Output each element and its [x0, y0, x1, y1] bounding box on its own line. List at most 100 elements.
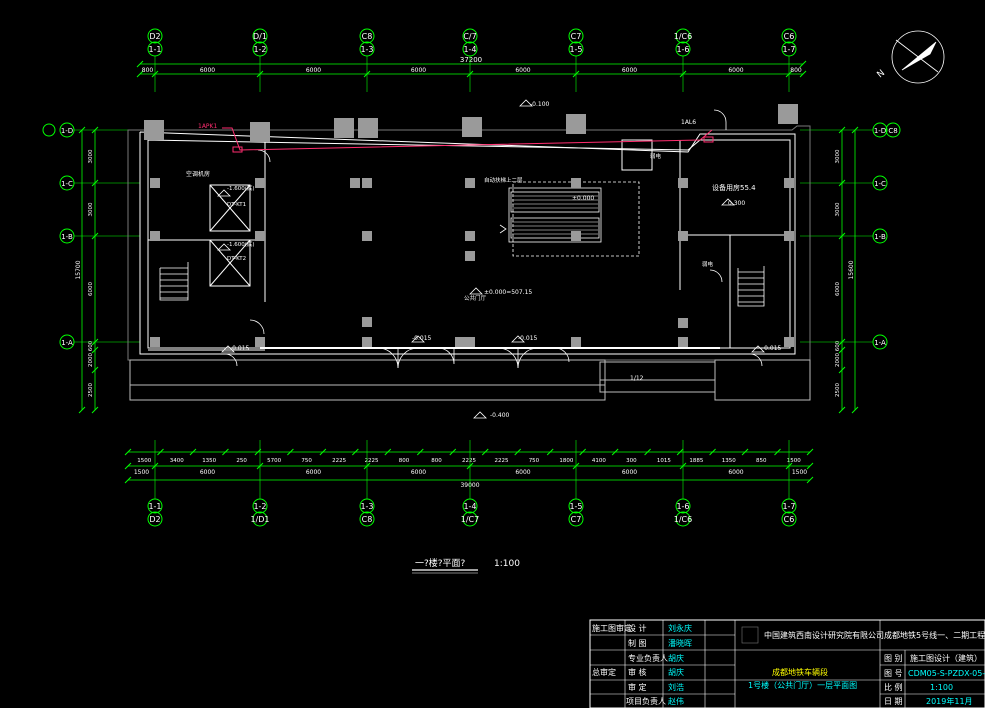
- interior-column: [255, 231, 265, 241]
- door-level-1: -0.015: [412, 335, 432, 342]
- tb-sheet-title: 1号楼（公共门厅）一层平面图: [748, 680, 857, 690]
- main-level-label: ±0.000=507.15: [484, 289, 532, 296]
- interior-column: [255, 337, 265, 347]
- dim-text-left: 3000: [88, 202, 94, 216]
- interior-column: [678, 178, 688, 188]
- axis-bubble-top: [568, 28, 584, 44]
- interior-column: [455, 337, 465, 347]
- interior-column: [150, 178, 160, 188]
- dim-text-left-overall: 15700: [75, 260, 82, 279]
- outer-level: -0.400: [490, 412, 510, 419]
- interior-column: [255, 178, 265, 188]
- dim-text-bottom-1: 1500: [137, 458, 151, 464]
- axis-label-right-extra: C8: [888, 127, 897, 135]
- interior-column: [784, 178, 794, 188]
- north-arrow: N: [876, 30, 945, 84]
- interior-column: [362, 337, 372, 347]
- axis-bubble-top: [781, 28, 797, 44]
- ramp-slope: 1/12: [630, 375, 644, 382]
- axis-label-bottom: 1-3: [360, 502, 373, 511]
- dim-text-top: 6000: [306, 67, 321, 74]
- dim-text-bottom-2: 6000: [728, 469, 743, 476]
- axis-bubble-layer: D21-1D/11-2C81-3C/71-4C71-51/C61-6C61-71…: [42, 28, 901, 527]
- interior-column: [571, 178, 581, 188]
- axis-label-bottom: C8: [362, 515, 373, 524]
- main-hall-label: 公共门厅: [464, 294, 487, 302]
- tb-review: 施工图审定: [592, 623, 632, 633]
- axis-label-left: 1-D: [61, 127, 73, 135]
- tb-lead-val: 胡庆: [668, 653, 684, 663]
- dim-text-top: 6000: [622, 67, 637, 74]
- interior-column: [362, 178, 372, 188]
- stair-left: [159, 262, 189, 301]
- escalator: [499, 181, 640, 257]
- dim-tick: [806, 476, 814, 484]
- axis-label-bottom: 1-2: [253, 502, 266, 511]
- dim-text-bottom-1: 250: [236, 458, 247, 464]
- dim-tick: [384, 448, 392, 456]
- dim-tick: [481, 448, 489, 456]
- elev2-level: -1.600(底): [227, 240, 255, 248]
- interior-column: [362, 317, 372, 327]
- dim-text-top: 6000: [200, 67, 215, 74]
- dim-tick: [91, 366, 99, 374]
- dim-text-bottom-1: 1350: [722, 458, 736, 464]
- dim-tick: [157, 448, 164, 456]
- dim-text-top-overall: 37200: [460, 56, 482, 64]
- dim-text-bottom-1: 800: [431, 458, 442, 464]
- interior-column: [465, 231, 475, 241]
- dim-text-left: 6000: [88, 282, 94, 296]
- door-level-4: -0.015: [762, 345, 782, 352]
- dim-text-bottom-1: 4100: [592, 458, 606, 464]
- axis-label-top: 1-4: [463, 45, 476, 54]
- doors: [224, 109, 763, 369]
- tb-project: 成都地铁5号线一、二期工程: [884, 630, 985, 640]
- dim-text-bottom-2: 6000: [306, 469, 321, 476]
- dimension-layer: 37200 800 6000 6000 6000 6000 6000 6000 800 1500 3…: [75, 56, 859, 489]
- axis-label-left: 1-C: [61, 180, 73, 188]
- dim-tick: [124, 448, 132, 456]
- dim-tick: [851, 406, 859, 414]
- tb-design-val: 刘永庆: [668, 623, 692, 633]
- exterior-column: [144, 120, 164, 140]
- axis-label-right: 1-A: [874, 339, 886, 347]
- axis-label-top: 1-6: [676, 45, 689, 54]
- interior-column: [784, 337, 794, 347]
- building-walls: [127, 125, 811, 401]
- interior-column: [350, 178, 360, 188]
- dim-tick: [136, 60, 144, 68]
- dim-text-left: 2000: [88, 353, 94, 367]
- columns: [144, 104, 798, 347]
- dim-text-bottom-1: 800: [399, 458, 410, 464]
- axis-label-top: 1-7: [782, 45, 795, 54]
- dim-text-bottom-1: 5700: [267, 458, 281, 464]
- dim-tick: [78, 406, 86, 414]
- interior-column: [362, 231, 372, 241]
- dim-text-bottom-2: 1500: [134, 469, 149, 476]
- title-block: 施工图审定 设 计 刘永庆 制 图 潘晓晖 专业负责人 胡庆 总审定 审 核 胡…: [589, 619, 985, 708]
- dim-text-bottom-1: 2225: [332, 458, 346, 464]
- dim-text-bottom-1: 2225: [365, 458, 379, 464]
- interior-column: [678, 318, 688, 328]
- tb-design-key: 设 计: [628, 623, 647, 633]
- interior-column: [465, 251, 475, 261]
- elev2-label: DT-KT2: [227, 256, 246, 262]
- right-room-label: 设备用房55.4: [712, 183, 756, 192]
- dim-tick: [449, 448, 457, 456]
- axis-bubble-right-extra: [885, 122, 901, 138]
- tb-draw-val: 潘晓晖: [668, 638, 692, 648]
- axis-label-bottom: 1-5: [569, 502, 582, 511]
- axis-label-top: C6: [784, 32, 795, 41]
- drawing-title: 一?楼?平面?: [415, 557, 466, 569]
- dim-text-bottom-1: 850: [756, 458, 767, 464]
- interior-column: [784, 231, 794, 241]
- lamp-label-left: 1APK1: [198, 123, 217, 130]
- dim-text-bottom-1: 1885: [689, 458, 703, 464]
- dim-text-top: 800: [142, 67, 154, 74]
- axis-label-right: 1-B: [874, 233, 886, 241]
- tb-check-key: 审 核: [628, 667, 647, 677]
- control-room-label: 弱电: [650, 152, 662, 160]
- dim-tick: [351, 448, 359, 456]
- dim-text-top: 6000: [515, 67, 530, 74]
